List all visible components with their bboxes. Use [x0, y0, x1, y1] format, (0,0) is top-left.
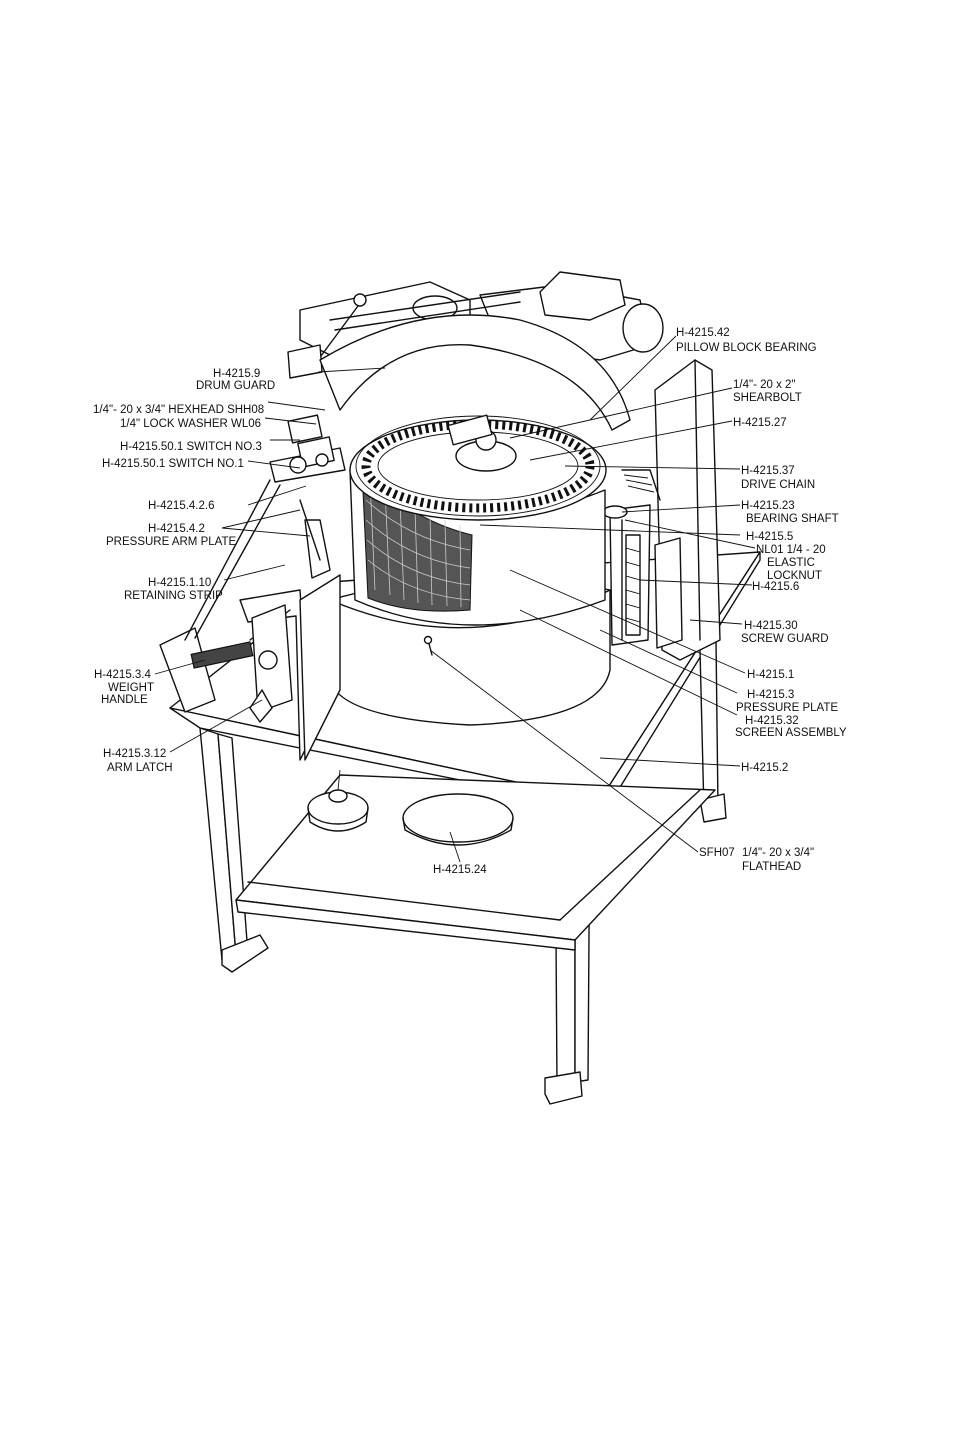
drum-assembly — [239, 314, 631, 761]
label-switch-1: H-4215.50.1 SWITCH NO.1 — [102, 458, 244, 470]
label-pressure-plate-name: PRESSURE PLATE — [736, 702, 838, 714]
label-locknut-3: LOCKNUT — [767, 570, 822, 582]
label-part-426: H-4215.4.2.6 — [148, 500, 215, 512]
label-part-24: H-4215.24 — [433, 864, 487, 876]
label-bearing-shaft-name: BEARING SHAFT — [746, 513, 839, 525]
label-flathead-name: FLATHEAD — [742, 861, 801, 873]
label-part-5: H-4215.5 — [746, 531, 793, 543]
label-hexhead: 1/4"- 20 x 3/4" HEXHEAD SHH08 — [93, 404, 264, 416]
label-pressure-plate-part: H-4215.3 — [747, 689, 794, 701]
label-flathead-size: 1/4"- 20 x 3/4" — [742, 847, 814, 859]
label-screen-assembly-part: H-4215.32 — [745, 715, 799, 727]
label-drum-guard-part: H-4215.9 — [213, 368, 260, 380]
label-shearbolt-name: SHEARBOLT — [733, 392, 802, 404]
label-locknut-2: ELASTIC — [767, 557, 815, 569]
label-locknut-1: NL01 1/4 - 20 — [756, 544, 826, 556]
label-screen-assembly-name: SCREEN ASSEMBLY — [735, 727, 847, 739]
label-switch-3: H-4215.50.1 SWITCH NO.3 — [120, 441, 262, 453]
label-pillow-block-part: H-4215.42 — [676, 327, 730, 339]
label-part-6: H-4215.6 — [752, 581, 799, 593]
drive-screw — [625, 534, 641, 636]
side-upright — [602, 359, 721, 661]
label-drum-guard-name: DRUM GUARD — [196, 380, 275, 392]
label-drive-chain-name: DRIVE CHAIN — [741, 479, 815, 491]
weight-handle-arm — [159, 479, 331, 723]
label-arm-latch-name: ARM LATCH — [107, 762, 173, 774]
label-lock-washer: 1/4" LOCK WASHER WL06 — [120, 418, 261, 430]
label-pillow-block-name: PILLOW BLOCK BEARING — [676, 342, 817, 354]
label-shearbolt-size: 1/4"- 20 x 2" — [733, 379, 796, 391]
label-part-2: H-4215.2 — [741, 762, 788, 774]
label-retaining-strip-name: RETAINING STRIP — [124, 590, 223, 602]
label-part-42: H-4215.4.2 — [148, 523, 205, 535]
label-part-1: H-4215.1 — [747, 669, 794, 681]
label-weight-handle-1: WEIGHT — [108, 682, 154, 694]
label-flathead-code: SFH07 — [699, 847, 735, 859]
label-pressure-arm-plate: PRESSURE ARM PLATE — [106, 536, 236, 548]
label-weight-handle-part: H-4215.3.4 — [94, 669, 152, 681]
part-labels: H-4215.42 PILLOW BLOCK BEARING H-4215.9 … — [93, 327, 847, 876]
label-part-27: H-4215.27 — [733, 417, 787, 429]
label-screw-guard-name: SCREW GUARD — [741, 633, 829, 645]
label-drive-chain-part: H-4215.37 — [741, 465, 795, 477]
label-bearing-shaft-part: H-4215.23 — [741, 500, 795, 512]
label-arm-latch-part: H-4215.3.12 — [103, 748, 166, 760]
label-retaining-strip-part: H-4215.1.10 — [148, 577, 211, 589]
label-weight-handle-2: HANDLE — [101, 694, 148, 706]
leader-lines — [154, 335, 756, 863]
label-screw-guard-part: H-4215.30 — [744, 620, 798, 632]
